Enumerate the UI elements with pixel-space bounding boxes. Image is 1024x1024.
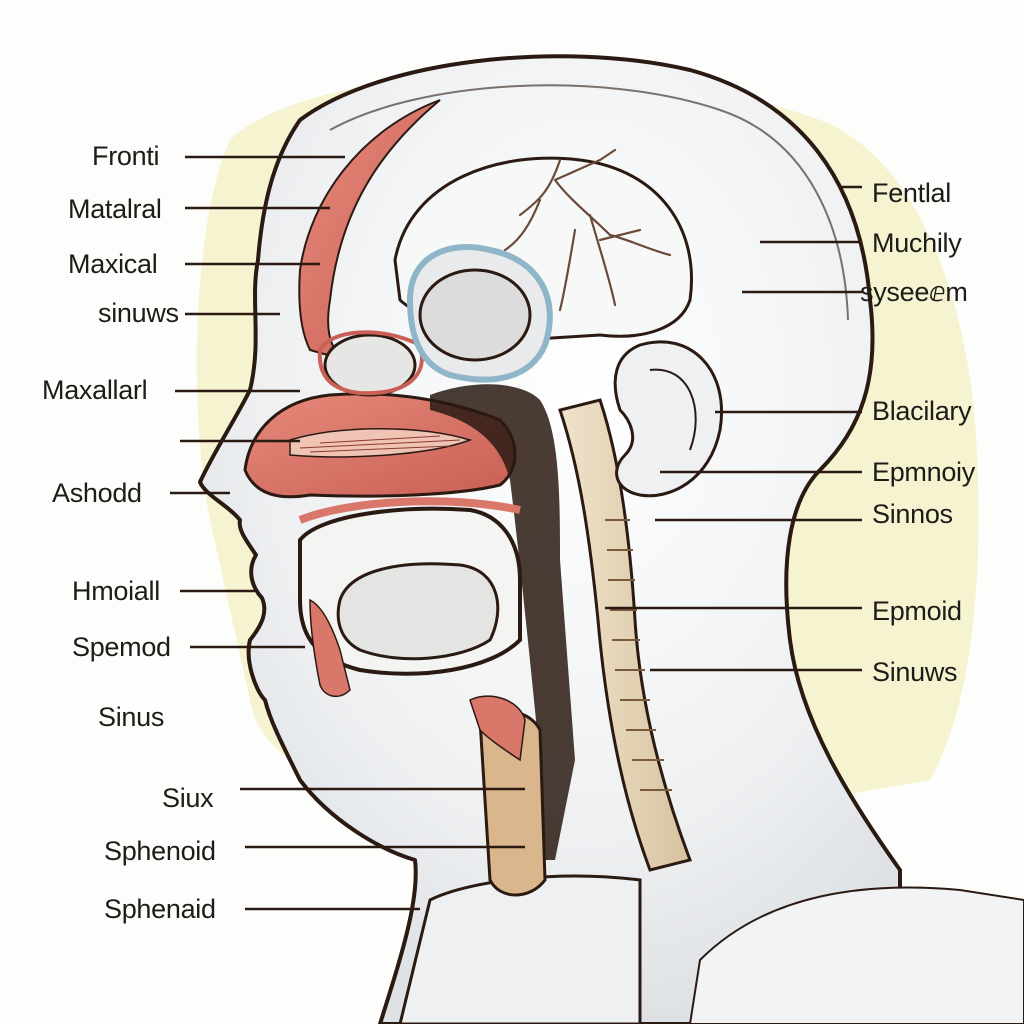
label-ashodd: Ashodd bbox=[52, 478, 142, 508]
frontal-sinus-band bbox=[298, 99, 441, 361]
inner-skin-line bbox=[329, 84, 849, 321]
label-epmoid: Epmoid bbox=[872, 596, 962, 626]
palate bbox=[298, 497, 521, 524]
label-muchily: Muchily bbox=[872, 228, 962, 258]
cervical-spine bbox=[558, 398, 692, 872]
tongue bbox=[336, 562, 500, 661]
turbinate-striations bbox=[299, 435, 461, 453]
label-epmnoiy: Epmnoiy bbox=[872, 457, 975, 487]
ethmoid-red-rim bbox=[317, 330, 424, 396]
nasal-turbinate bbox=[289, 428, 473, 458]
shoulder-right bbox=[688, 886, 1024, 1024]
label-fential: Fentlal bbox=[872, 178, 951, 208]
label-hmoiall: Hmoiall bbox=[72, 576, 160, 606]
label-sinuws-right: Sinuws bbox=[872, 657, 958, 687]
label-maxical: Maxical bbox=[68, 249, 158, 279]
label-syssem: syseeⅇm bbox=[860, 277, 968, 307]
label-siux: Siux bbox=[162, 783, 214, 813]
label-sinuws-left: sinuws bbox=[98, 298, 179, 328]
nerve-branches bbox=[503, 148, 672, 312]
leader-lines-left bbox=[170, 155, 525, 911]
label-blacilary: Blacilary bbox=[872, 396, 972, 426]
label-spemod: Spemod bbox=[72, 632, 171, 662]
label-matalral: Matalral bbox=[68, 194, 162, 224]
label-fronti: Fronti bbox=[92, 141, 160, 171]
leader-lines-right bbox=[605, 185, 862, 672]
epiglottis-red bbox=[469, 695, 526, 762]
label-sphenoid: Sphenoid bbox=[104, 836, 216, 866]
ear-inner bbox=[649, 368, 697, 451]
ear bbox=[613, 340, 723, 498]
lip-red bbox=[309, 598, 351, 697]
label-maxallarl: Maxallarl bbox=[42, 375, 148, 405]
label-sphenaid: Sphenaid bbox=[104, 894, 216, 924]
shoulder-outline bbox=[398, 874, 642, 1024]
vertebra-marks bbox=[605, 519, 672, 791]
label-sinus-left: Sinus bbox=[98, 702, 165, 732]
sphenoid-inner bbox=[418, 268, 532, 362]
label-sinnos: Sinnos bbox=[872, 499, 953, 529]
